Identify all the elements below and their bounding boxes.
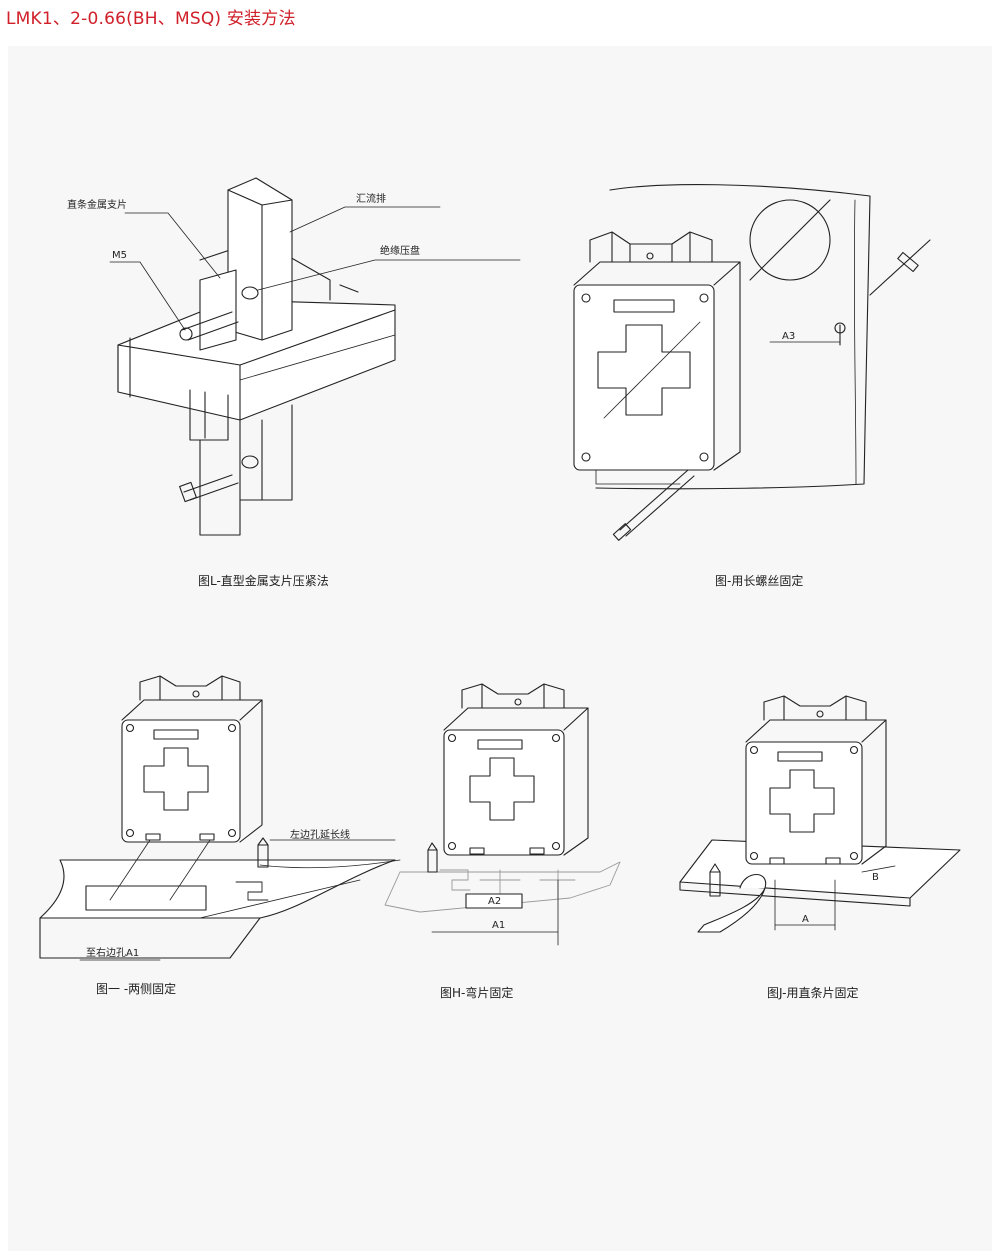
label-insulation: 绝缘压盘 bbox=[380, 244, 420, 257]
label-left-hole: 左边孔延长线 bbox=[290, 828, 350, 841]
label-b: B bbox=[872, 872, 879, 883]
caption-fig-h: 图H-弯片固定 bbox=[440, 985, 513, 1000]
label-right-hole: 至右边孔A1 bbox=[86, 946, 139, 959]
label-a: A bbox=[802, 914, 809, 925]
caption-fig-j: 图J-用直条片固定 bbox=[767, 985, 858, 1000]
label-a1: A1 bbox=[492, 920, 505, 931]
figure-one-both-sides bbox=[39, 675, 401, 961]
label-strip: 直条金属支片 bbox=[67, 198, 127, 211]
figure-h-bent-strip bbox=[384, 683, 621, 946]
label-a2: A2 bbox=[488, 896, 501, 907]
caption-fig-l: 图L-直型金属支片压紧法 bbox=[198, 573, 329, 588]
drawing-panel bbox=[8, 46, 992, 1251]
caption-fig-one: 图一 -两侧固定 bbox=[96, 981, 176, 996]
figure-j-straight-strip bbox=[679, 695, 961, 933]
label-busbar: 汇流排 bbox=[356, 192, 386, 205]
caption-fig-long-screw: 图-用长螺丝固定 bbox=[715, 573, 803, 588]
figure-l-straight-strip bbox=[109, 177, 521, 536]
label-m5: M5 bbox=[112, 250, 127, 261]
label-a3: A3 bbox=[782, 331, 795, 342]
page-title: LMK1、2-0.66(BH、MSQ) 安装方法 bbox=[6, 9, 296, 29]
figure-long-screw bbox=[573, 184, 931, 541]
